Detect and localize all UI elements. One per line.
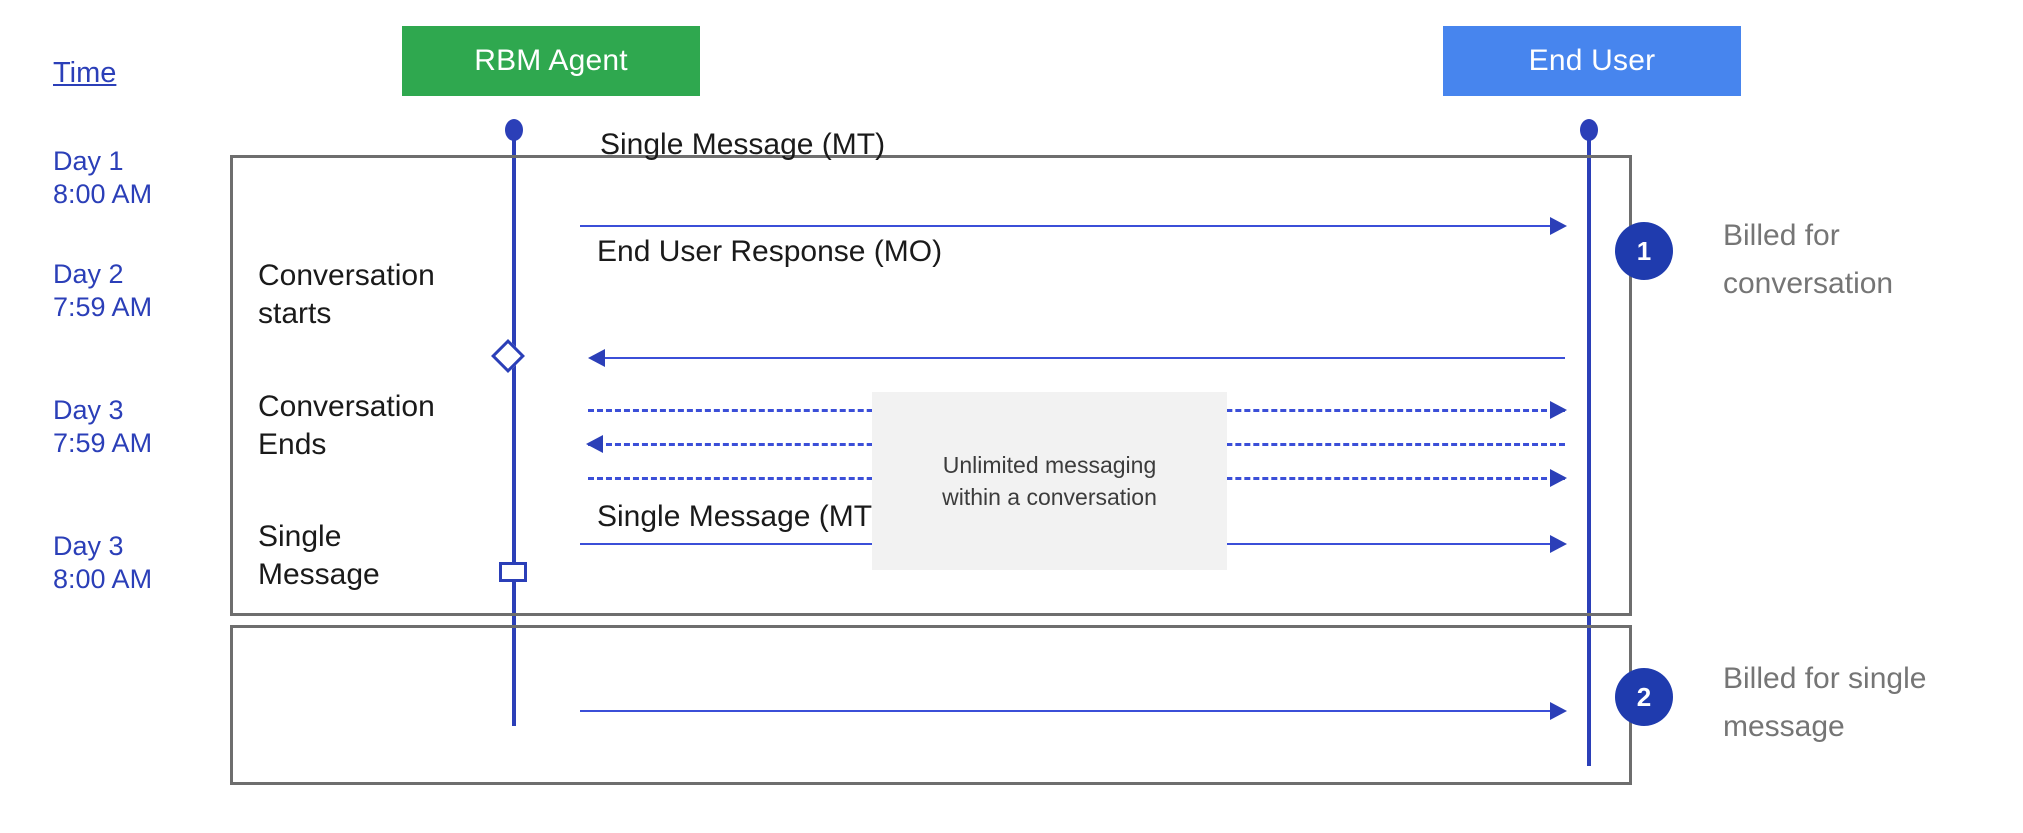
billing-badge-2: 2 <box>1615 668 1673 726</box>
note-conversation-starts: Conversation starts <box>258 259 435 330</box>
billing-note-conversation: Billed for conversation <box>1723 219 1894 300</box>
arrow-shaft <box>580 225 1565 227</box>
message-label-single-message-mt-1: Single Message (MT) <box>600 128 886 161</box>
frame-single-message <box>230 625 1632 785</box>
arrow-head-right-icon <box>1550 401 1567 419</box>
billing-badge-1: 1 <box>1615 222 1673 280</box>
arrow-head-left-icon <box>588 349 605 367</box>
arrow-head-right-icon <box>1550 535 1567 553</box>
message-label-end-user-response-mo: End User Response (MO) <box>597 235 943 268</box>
lifeline-end-user <box>1587 126 1591 766</box>
time-label-day2: Day 2 7:59 AM <box>53 259 153 322</box>
arrow-head-left-icon <box>586 435 603 453</box>
arrow-shaft <box>580 710 1565 712</box>
time-label-day1: Day 1 8:00 AM <box>53 146 153 209</box>
conversation-end-square-icon <box>499 562 527 582</box>
arrow-shaft <box>590 357 1565 359</box>
message-label-single-message-mt-2: Single Message (MT) <box>597 500 883 533</box>
time-label-day3: Day 3 7:59 AM <box>53 395 153 458</box>
billing-note-single-message: Billed for single message <box>1723 662 1927 743</box>
note-single-message: Single Message <box>258 520 380 591</box>
arrow-head-right-icon <box>1550 702 1567 720</box>
frame-conversation <box>230 155 1632 616</box>
time-column-heading: Time <box>53 57 117 89</box>
actor-rbm-agent: RBM Agent <box>402 26 700 96</box>
arrow-head-right-icon <box>1550 217 1567 235</box>
note-conversation-ends: Conversation Ends <box>258 390 435 461</box>
lifeline-rbm-agent <box>512 126 516 726</box>
arrow-head-right-icon <box>1550 469 1567 487</box>
actor-end-user: End User <box>1443 26 1741 96</box>
callout-unlimited-messaging: Unlimited messaging within a conversatio… <box>872 392 1227 570</box>
time-label-day3-second: Day 3 8:00 AM <box>53 531 153 594</box>
